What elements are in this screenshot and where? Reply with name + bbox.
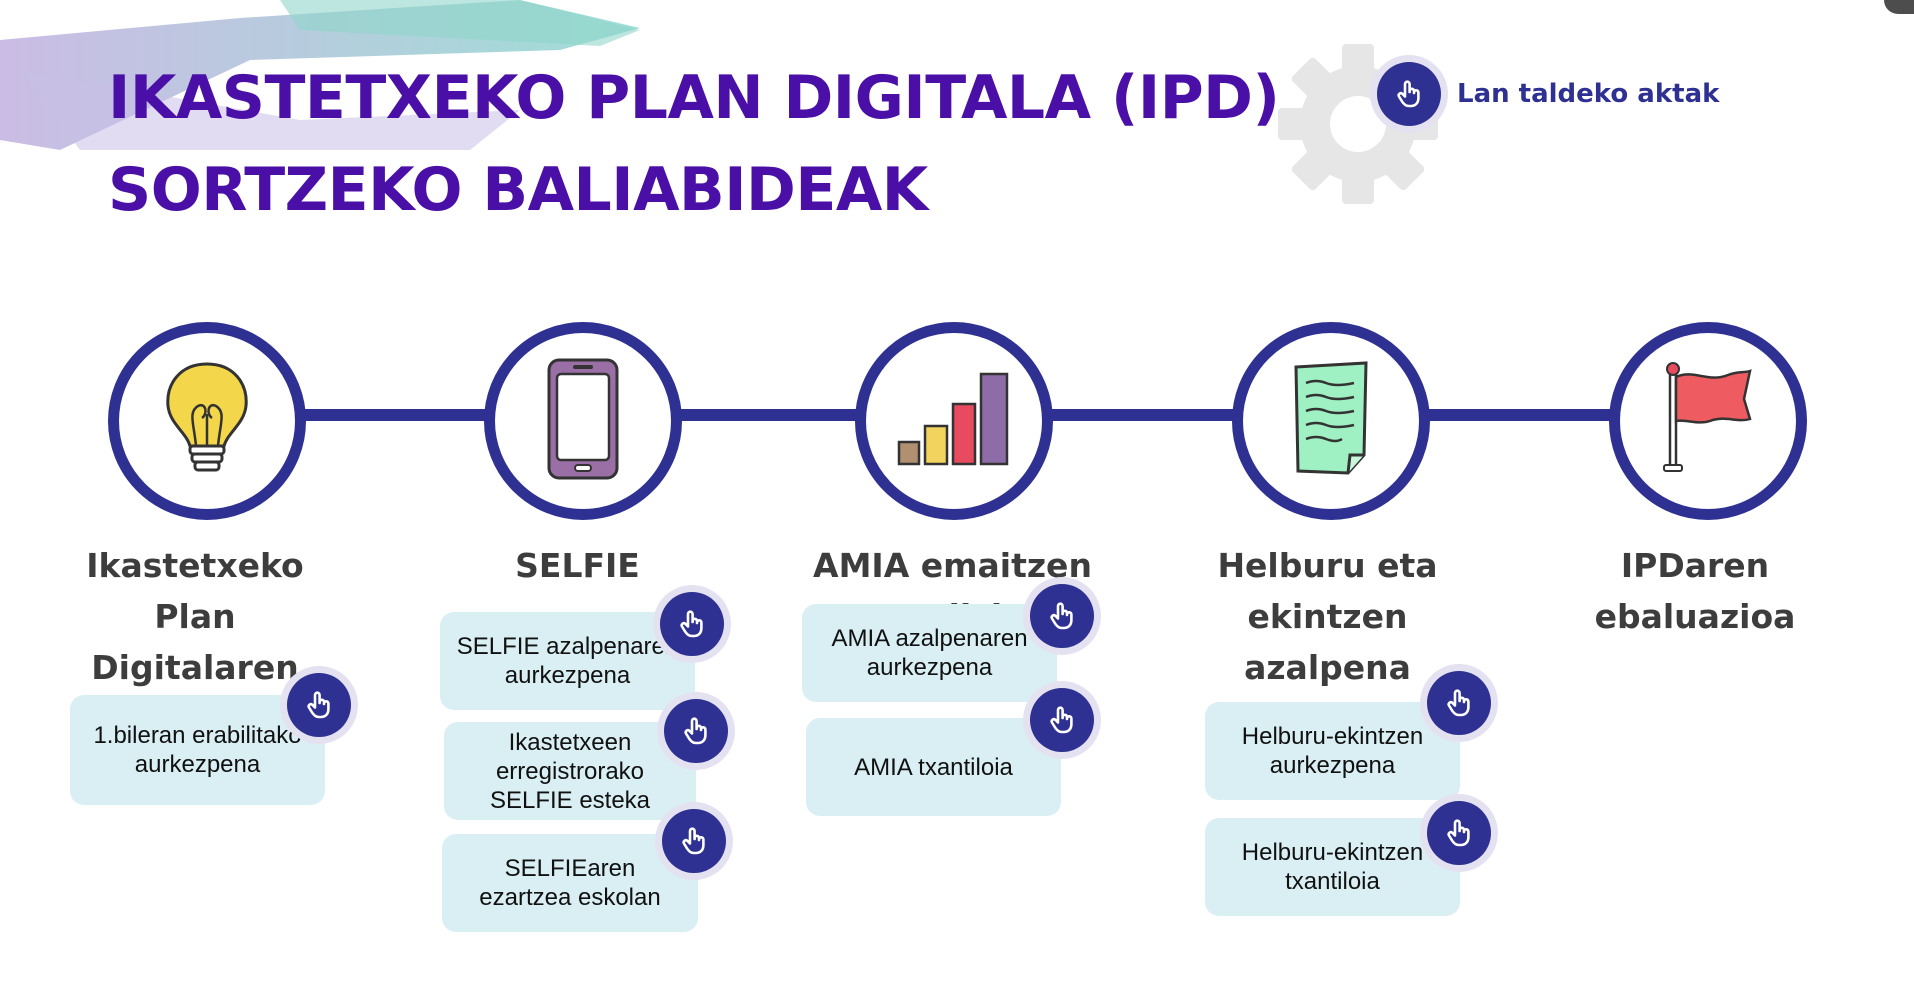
hand-pointer-button[interactable] — [664, 699, 728, 763]
resource-card-line: ezartzea eskolan — [479, 884, 661, 911]
step-label-5: IPDaren ebaluazioa — [1570, 540, 1820, 642]
hand-pointer-icon — [1397, 80, 1420, 108]
bar-chart-icon — [889, 364, 1019, 478]
corner-shape — [1884, 0, 1914, 14]
resource-card-line: AMIA azalpenaren — [831, 625, 1028, 652]
hand-pointer-icon — [680, 610, 703, 638]
aktak-label: Lan taldeko aktak — [1457, 79, 1720, 109]
step-label-2: SELFIE — [440, 540, 715, 591]
hand-pointer-button[interactable] — [660, 592, 724, 656]
hand-pointer-icon — [1447, 689, 1470, 717]
step-node-2 — [484, 322, 682, 520]
step-node-5 — [1609, 322, 1807, 520]
hand-pointer-icon — [1050, 602, 1073, 630]
page-title: IKASTETXEKO PLAN DIGITALA (IPD) SORTZEKO… — [108, 52, 1280, 236]
resource-card-line: txantiloia — [1285, 868, 1380, 895]
step-node-3 — [855, 322, 1053, 520]
resource-card-line: Helburu-ekintzen — [1241, 839, 1424, 866]
hand-pointer-icon — [684, 717, 707, 745]
step-label-4: Helburu eta ekintzen azalpena — [1195, 540, 1460, 693]
step-label-line: ebaluazioa — [1594, 597, 1796, 636]
step-label-line: SELFIE — [515, 546, 640, 585]
resource-card-line: AMIA txantiloia — [854, 753, 1013, 781]
lightbulb-icon — [152, 354, 262, 488]
flag-icon — [1658, 359, 1758, 483]
hand-pointer-button[interactable] — [1030, 584, 1094, 648]
lan-taldeko-aktak-link[interactable]: Lan taldeko aktak — [1377, 62, 1719, 126]
hand-pointer-icon — [1447, 819, 1470, 847]
document-icon — [1286, 359, 1376, 483]
resource-card-line: SELFIE esteka — [489, 786, 651, 814]
hand-pointer-icon — [307, 691, 330, 719]
hand-pointer-icon — [1050, 706, 1073, 734]
title-line-1: IKASTETXEKO PLAN DIGITALA (IPD) — [108, 63, 1280, 133]
resource-card-label: AMIA txantiloia — [854, 753, 1013, 782]
title-line-2: SORTZEKO BALIABIDEAK — [108, 155, 928, 225]
resource-card-line: Ikastetxeen — [508, 728, 632, 756]
decorative-shapes — [0, 0, 640, 150]
hand-pointer-button[interactable] — [1427, 801, 1491, 865]
hand-pointer-button[interactable] — [1377, 62, 1441, 126]
resource-card-line: aurkezpena — [504, 662, 631, 689]
step-node-1 — [108, 322, 306, 520]
step-label-line: azalpena — [1244, 648, 1411, 687]
step-label-line: Helburu eta — [1217, 546, 1438, 585]
hand-pointer-icon — [682, 827, 705, 855]
resource-card-line: SELFIEaren — [504, 855, 636, 882]
hand-pointer-button[interactable] — [1427, 671, 1491, 735]
resource-card-line: aurkezpena — [134, 751, 261, 778]
resource-card-line: Helburu-ekintzen — [1241, 723, 1424, 750]
resource-card-line: aurkezpena — [866, 654, 993, 681]
hand-pointer-button[interactable] — [287, 673, 351, 737]
step-label-line: Ikastetxeko Plan — [86, 546, 304, 636]
step-node-4 — [1232, 322, 1430, 520]
hand-pointer-button[interactable] — [1030, 688, 1094, 752]
smartphone-icon — [543, 354, 623, 488]
resource-card-line: aurkezpena — [1269, 752, 1396, 779]
step-label-line: Digitalaren — [91, 648, 299, 687]
resource-card-line: erregistrorako — [495, 757, 645, 785]
resource-card[interactable]: AMIA txantiloia — [806, 718, 1061, 816]
step-label-line: IPDaren — [1620, 546, 1770, 585]
resource-card-line: SELFIE azalpenaren — [456, 633, 679, 660]
step-label-line: ekintzen — [1247, 597, 1408, 636]
resource-card-line: 1.bileran erabilitako — [93, 722, 302, 749]
hand-pointer-button[interactable] — [662, 809, 726, 873]
